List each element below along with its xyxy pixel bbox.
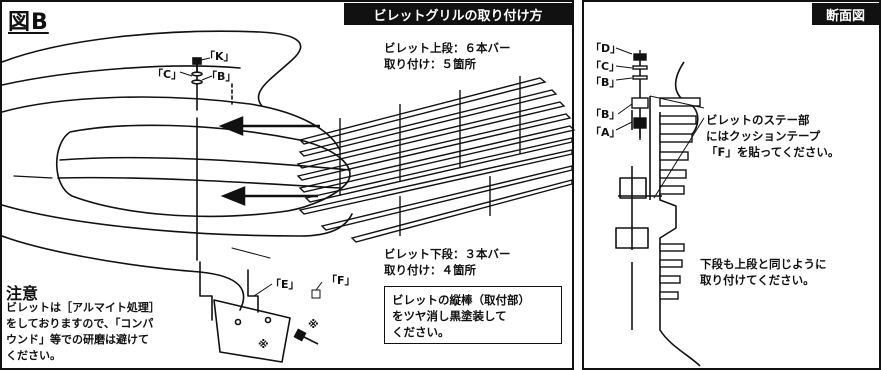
headlight-outline [1,96,341,151]
part-label-c-left: 「C」 [152,68,183,81]
figure-tag: 図B [8,10,49,35]
part-label-d: 「D」 [590,42,622,55]
paint-note-line-1: ビレットの縦棒（取付部） [392,293,530,307]
lower-note-line-2: 取り付けてください。 [700,273,815,287]
caution-line-3: ウンド」等での研磨は避けて [6,333,149,346]
part-label-f: 「F」 [326,274,356,287]
mount-plate [213,299,291,363]
part-label-b-right-1: 「B」 [590,76,621,89]
cushion-tape-note: ビレットのステー部 にはクッションテープ 「F」を貼ってください。 [706,112,839,160]
paint-note-line-3: ください。 [392,325,450,339]
upper-line-2: 取り付け：５箇所 [384,57,476,71]
cushion-line-1: ビレットのステー部 [706,113,810,127]
caution-line-4: ください。 [6,349,61,362]
part-label-b-left: 「B」 [206,70,237,83]
lower-note-line-1: 下段も上段と同じように [700,257,827,271]
bumper-top-line [1,30,302,107]
lower-install-note: 下段も上段と同じように 取り付けてください。 [700,256,827,288]
caution-title: 注意 [6,284,39,303]
part-label-b-right-2: 「B」 [590,108,621,121]
part-label-c-right: 「C」 [590,60,621,73]
part-label-e: 「E」 [270,278,300,291]
part-label-k: 「K」 [204,50,235,63]
upper-billet-label: ビレット上段：６本バー 取り付け：５箇所 [384,40,511,72]
main-header: ビレットグリルの取り付け方 [344,3,572,25]
asterisk-mark-1: ※ [308,318,319,331]
cushion-line-3: 「F」を貼ってください。 [706,145,840,159]
grille-opening [55,124,351,218]
lower-line-1: ビレット下段：３本バー [384,247,511,261]
caution-line-2: をしておりますので、「コンパ [6,317,154,330]
lower-line-2: 取り付け：４箇所 [384,263,476,277]
caution-text: ビレットは［アルマイト処理］ をしておりますので、「コンパ ウンド」等での研磨は… [6,300,160,364]
paint-note-box: ビレットの縦棒（取付部） をツヤ消し黒塗装して ください。 [384,286,562,344]
part-label-a: 「A」 [590,126,621,139]
paint-note-line-2: をツヤ消し黒塗装して [392,309,507,323]
lower-billet-label: ビレット下段：３本バー 取り付け：４箇所 [384,246,511,278]
caution-line-1: ビレットは［アルマイト処理］ [6,301,160,314]
upper-line-1: ビレット上段：６本バー [384,41,511,55]
section-header: 断面図 [812,3,879,25]
asterisk-mark-2: ※ [258,338,269,351]
cushion-line-2: にはクッションテープ [706,129,821,143]
